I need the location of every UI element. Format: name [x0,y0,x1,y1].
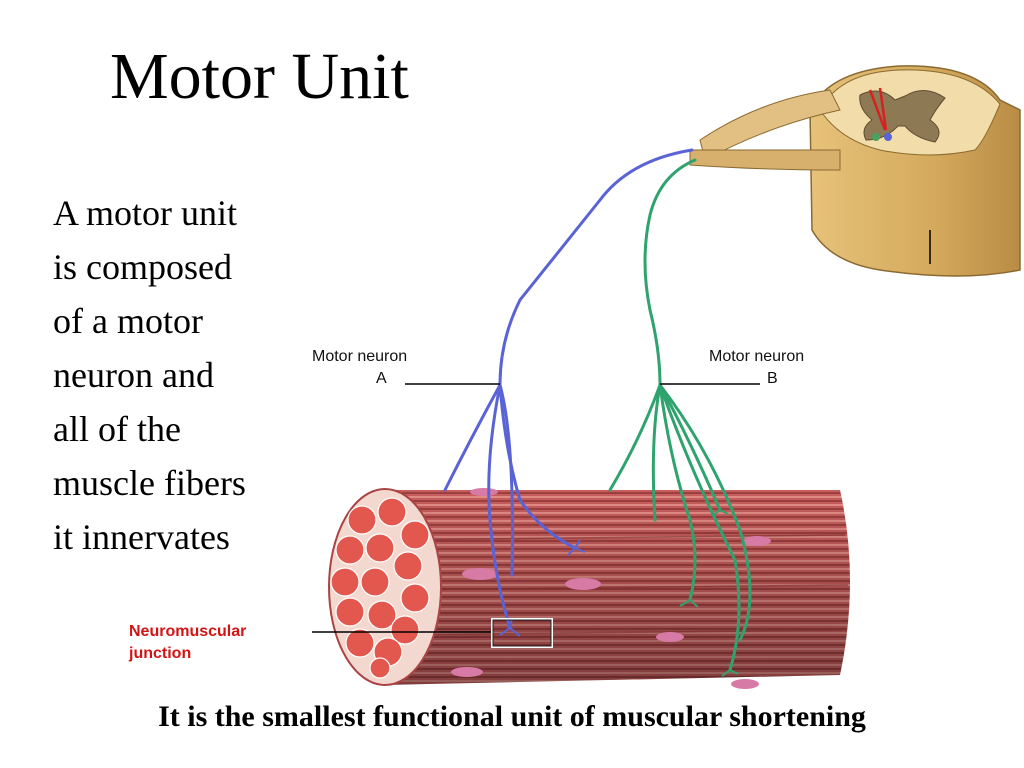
description-line: of a motor [53,301,203,341]
description-line: A motor unit [53,193,238,233]
motor-neuron-a [443,148,694,630]
muscle-bundle [328,488,850,689]
nerve-ending [679,509,739,677]
motor-neuron-b [608,158,752,672]
spinal-cord [689,65,1021,277]
description-line: neuron and [53,355,214,395]
junction-highlight-box [491,618,553,648]
description-line: muscle fibers [53,463,246,503]
description-text: A motor unit is composed of a motor neur… [53,186,313,564]
slide-caption: It is the smallest functional unit of mu… [158,700,866,733]
label-motor-neuron-b: Motor neuron B [709,348,805,387]
slide-title: Motor Unit [110,40,409,113]
label-motor-neuron-a: Motor neuron A [312,348,408,387]
description-line: all of the [53,409,181,449]
description-line: is composed [53,247,232,287]
description-line: it innervates [53,517,230,557]
label-neuromuscular-junction: Neuromuscular junction [129,623,247,662]
